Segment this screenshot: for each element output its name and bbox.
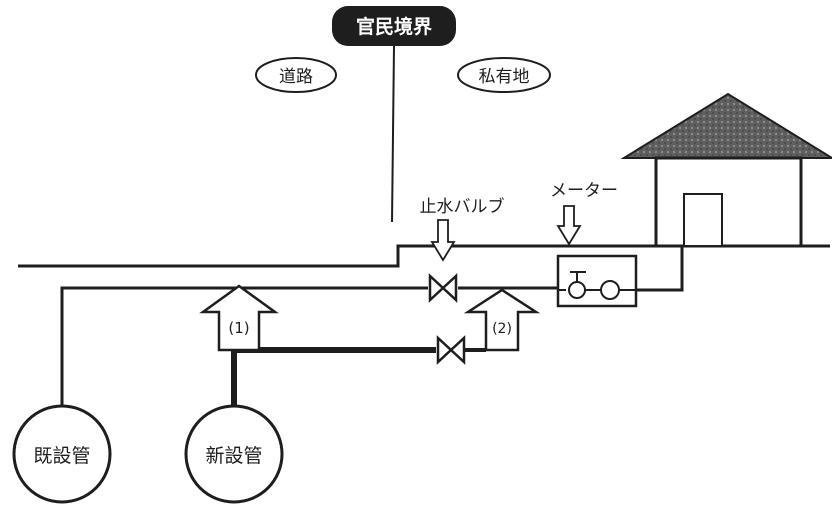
stop-valve-existing xyxy=(428,273,458,303)
meter-text: メーター xyxy=(550,181,618,201)
road-text: 道路 xyxy=(279,67,313,87)
house-door xyxy=(683,193,723,247)
stop-valve-new xyxy=(436,335,466,365)
private-land-text: 私有地 xyxy=(479,67,530,87)
meter-pointer-arrow xyxy=(556,205,582,246)
road-label: 道路 xyxy=(255,57,337,93)
house-roof xyxy=(620,92,832,159)
step1-text: (1) xyxy=(228,319,249,337)
house-wall xyxy=(654,156,803,248)
meter-box xyxy=(556,254,638,308)
boundary-label: 官民境界 xyxy=(332,6,456,46)
step2-text: (2) xyxy=(492,321,512,337)
stop-valve-pointer-arrow xyxy=(430,219,456,262)
service-line-to-house xyxy=(636,246,684,292)
step1-arrow: (1) xyxy=(199,284,279,352)
boundary-line xyxy=(391,45,395,223)
existing-service-line xyxy=(60,286,428,406)
stop-valve-text: 止水バルブ xyxy=(420,196,505,217)
new-pipe-text: 新設管 xyxy=(205,445,262,467)
existing-pipe-text: 既設管 xyxy=(33,445,90,467)
boundary-text: 官民境界 xyxy=(356,15,432,38)
house xyxy=(620,92,832,248)
step2-arrow: (2) xyxy=(463,288,541,352)
private-land-label: 私有地 xyxy=(457,57,551,93)
ground-line xyxy=(18,244,830,268)
